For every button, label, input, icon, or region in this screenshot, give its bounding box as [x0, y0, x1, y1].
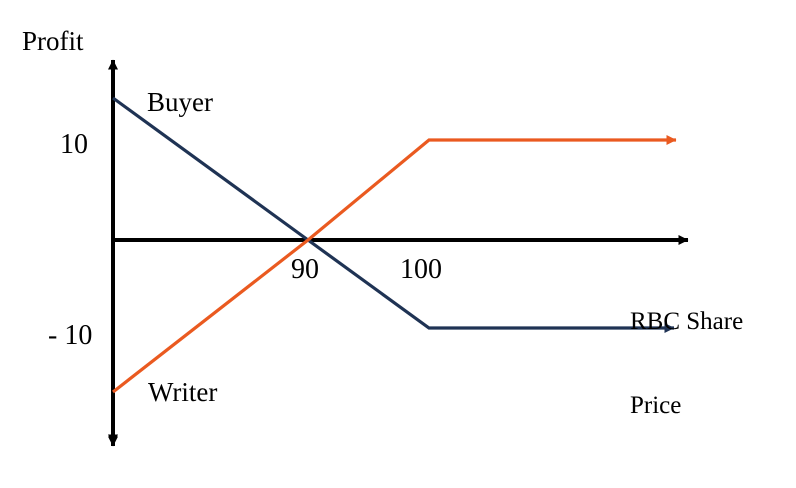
x-axis-title-line-2: Price	[630, 392, 682, 419]
x-tick-label-90: 90	[291, 254, 319, 285]
series-line-writer	[112, 135, 677, 394]
y-tick-label-10: 10	[60, 129, 88, 160]
buyer-series-label: Buyer	[147, 87, 213, 117]
x-axis-title-line-1: RBC Share	[630, 308, 744, 335]
x-tick-label-100: 100	[400, 254, 442, 285]
x-axis-title: RBC Share Price	[630, 252, 743, 476]
series-line-buyer	[112, 96, 675, 333]
writer-series-label: Writer	[148, 377, 218, 407]
y-axis-title: Profit	[22, 26, 84, 56]
y-tick-label-minus-10: - 10	[48, 320, 93, 351]
